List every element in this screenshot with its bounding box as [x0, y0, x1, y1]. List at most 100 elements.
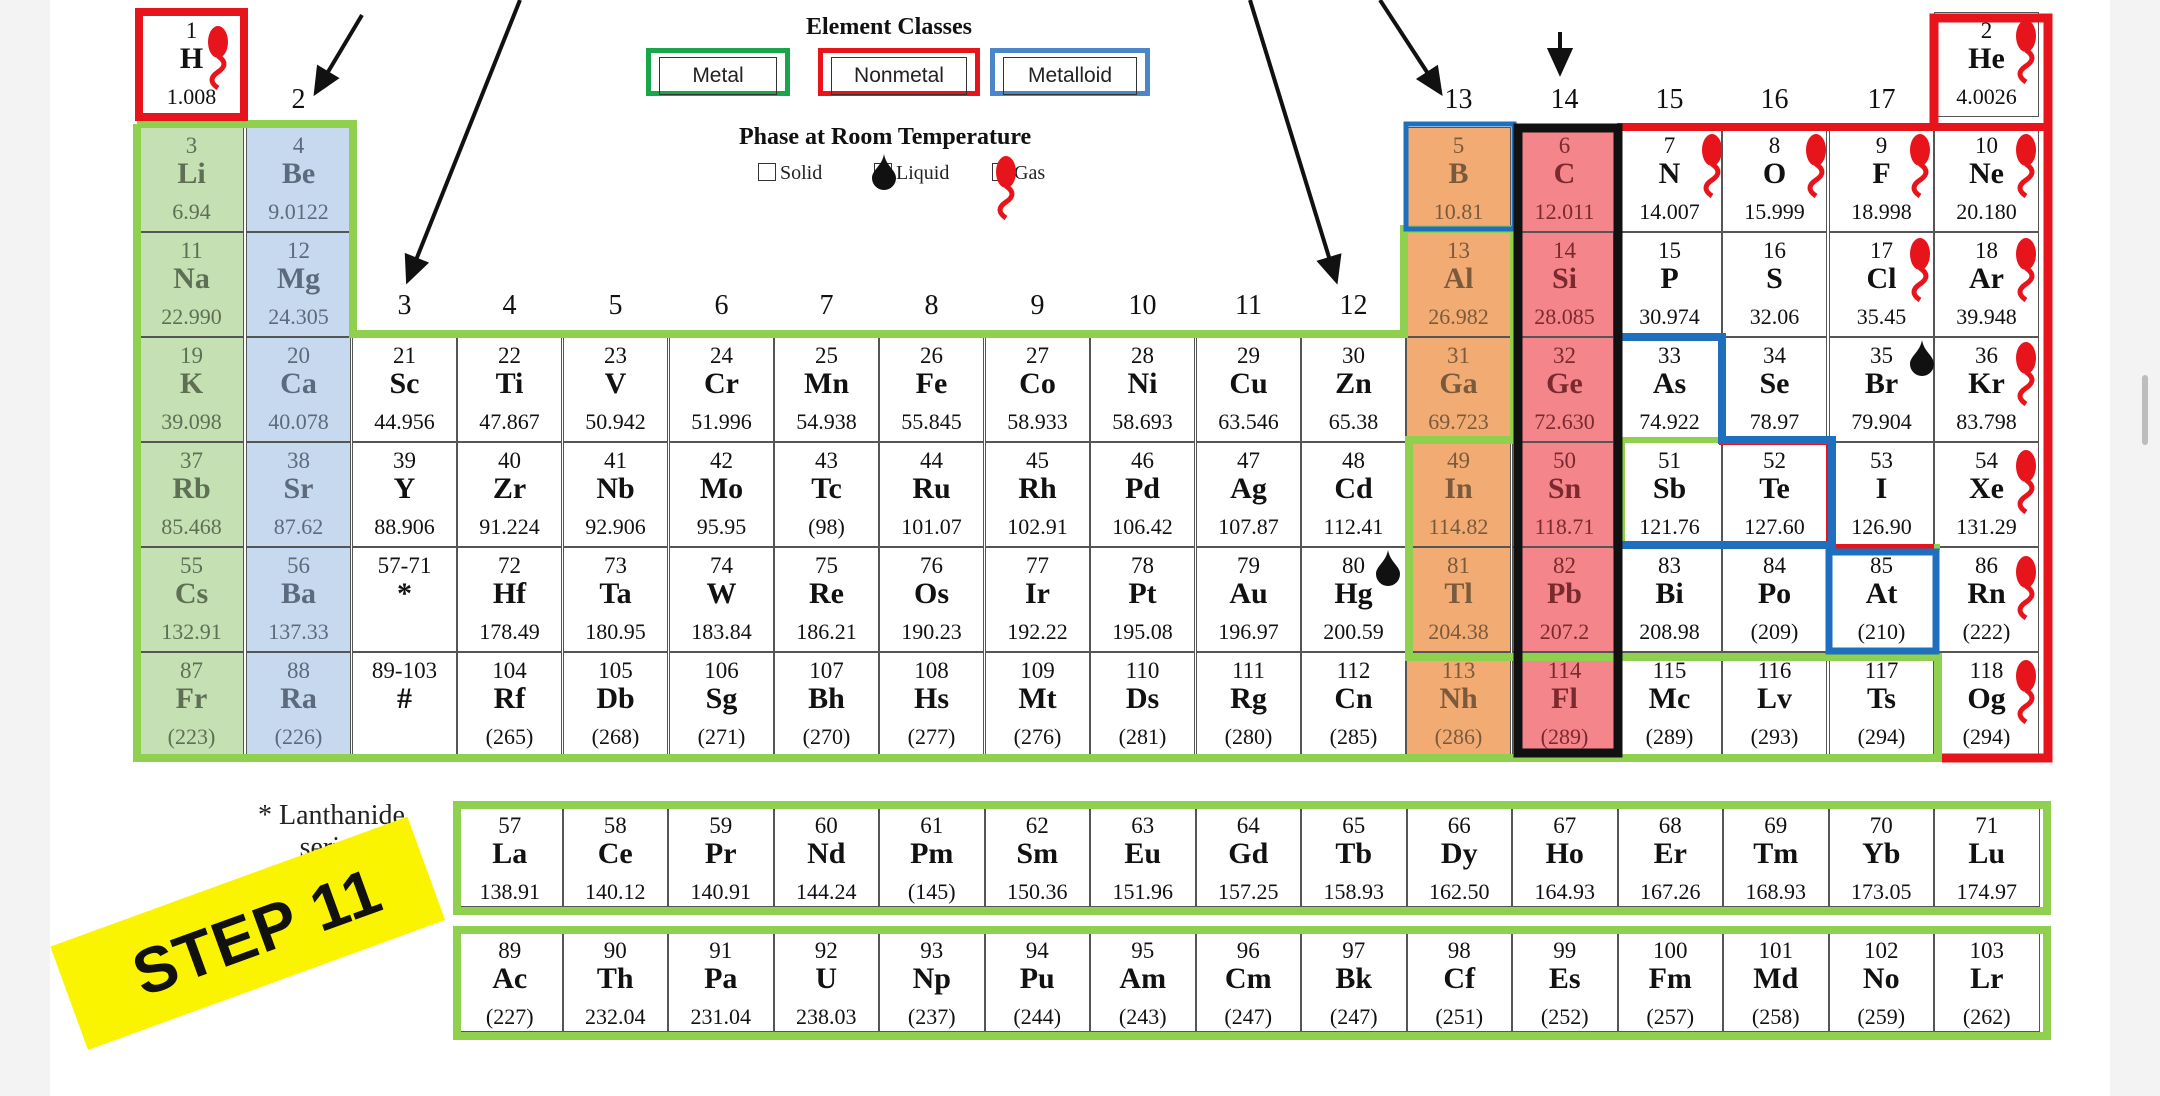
atomic-mass: 10.81 [1433, 199, 1484, 224]
atomic-number: 36 [1975, 343, 1998, 368]
atomic-mass: 238.03 [796, 1004, 857, 1029]
atomic-number: 73 [604, 553, 627, 578]
element-classes-title: Element Classes [806, 14, 972, 40]
gas-marker [1806, 134, 1826, 199]
atomic-mass: 196.97 [1218, 619, 1279, 644]
atomic-number: 61 [920, 813, 944, 838]
atomic-number: 64 [1236, 813, 1260, 838]
atomic-number: 110 [1125, 658, 1160, 683]
atomic-number: 50 [1553, 448, 1576, 473]
atomic-number: 79 [1237, 553, 1260, 578]
atomic-number: 41 [604, 448, 627, 473]
atomic-number: 94 [1025, 938, 1049, 963]
atomic-mass: 231.04 [690, 1004, 752, 1029]
atomic-number: 89-103 [371, 658, 438, 683]
atomic-number: 60 [814, 813, 838, 838]
atomic-mass: (281) [1118, 724, 1167, 749]
element-symbol: Mo [699, 472, 744, 505]
atomic-number: 92 [814, 938, 838, 963]
element-symbol: As [1652, 367, 1687, 400]
atomic-number: 57-71 [377, 553, 432, 578]
group-number-16: 16 [1760, 84, 1789, 115]
element-symbol: B [1448, 157, 1469, 190]
element-symbol: W [706, 577, 737, 610]
element-symbol: At [1865, 577, 1898, 610]
atomic-number: 40 [498, 448, 521, 473]
atomic-number: 34 [1763, 343, 1786, 368]
atomic-number: 107 [809, 658, 844, 683]
atomic-number: 33 [1658, 343, 1681, 368]
element-symbol: Ac [492, 962, 528, 995]
atomic-number: 74 [710, 553, 733, 578]
atomic-mass: 4.0026 [1956, 84, 2017, 109]
element-symbol: Ni [1127, 367, 1158, 400]
element-symbol: U [815, 962, 838, 995]
atomic-mass: (271) [697, 724, 746, 749]
element-symbol: Ho [1545, 837, 1584, 870]
element-symbol: Mc [1648, 682, 1691, 715]
atomic-number: 26 [920, 343, 943, 368]
gas-marker [2016, 134, 2036, 199]
element-symbol: Ba [280, 577, 316, 610]
atomic-number: 25 [815, 343, 838, 368]
atomic-mass: (286) [1434, 724, 1483, 749]
atomic-mass: (98) [808, 514, 845, 539]
gas-marker [1702, 134, 1722, 199]
atomic-mass: 15.999 [1744, 199, 1805, 224]
element-symbol: Er [1653, 837, 1687, 870]
atomic-mass: 168.93 [1745, 879, 1807, 904]
element-symbol: Y [393, 472, 416, 505]
arrow-to-group-14-head [1546, 48, 1574, 77]
element-symbol: C [1553, 157, 1576, 190]
atomic-mass: 232.04 [585, 1004, 646, 1029]
element-symbol: Am [1119, 962, 1167, 995]
atomic-number: 83 [1658, 553, 1681, 578]
element-symbol: Te [1759, 472, 1790, 505]
atomic-number: 70 [1869, 813, 1893, 838]
element-symbol: Tb [1335, 837, 1373, 870]
atomic-number: 59 [709, 813, 733, 838]
atomic-number: 15 [1658, 238, 1681, 263]
element-symbol: Mn [804, 367, 849, 400]
atomic-mass: 121.76 [1639, 514, 1700, 539]
atomic-number: 81 [1447, 553, 1470, 578]
element-symbol: Ru [912, 472, 951, 505]
element-symbol: Mt [1018, 682, 1057, 715]
atomic-mass: (294) [1857, 724, 1906, 749]
atomic-mass: 164.93 [1534, 879, 1596, 904]
metal-outline-step [1619, 437, 1940, 550]
element-symbol: Cs [174, 577, 209, 610]
legend-nonmetal: Nonmetal [818, 48, 980, 96]
scrollbar[interactable] [2142, 375, 2148, 445]
atomic-mass: 140.91 [690, 879, 752, 904]
atomic-mass: 58.693 [1112, 409, 1173, 434]
element-symbol: Pb [1546, 577, 1582, 610]
element-symbol: Ge [1546, 367, 1583, 400]
element-symbol: Fm [1648, 962, 1692, 995]
gas-marker [2016, 238, 2036, 303]
atomic-mass: 138.91 [479, 879, 541, 904]
group-number-9: 9 [1030, 290, 1045, 321]
group-number-15: 15 [1655, 84, 1684, 115]
element-symbol: Pr [704, 837, 737, 870]
atomic-number: 44 [920, 448, 943, 473]
